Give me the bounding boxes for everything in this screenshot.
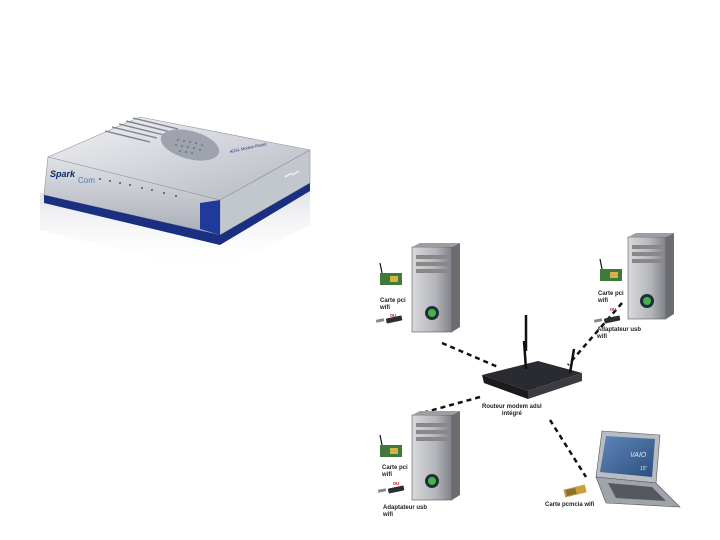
pcmcia-card-icon: [563, 484, 586, 497]
laptop-screen-size: 15": [640, 466, 648, 472]
label-ou-top-right: ou: [610, 307, 616, 313]
wifi-router-icon: [482, 315, 582, 399]
laptop-icon: VAIO 15": [596, 431, 680, 507]
usb-adapter-icon: [378, 485, 405, 493]
modem-brand-sub: Com: [78, 176, 95, 185]
label-router: Routeur modem adsl intégré: [482, 404, 542, 418]
pci-card-icon: [380, 263, 402, 285]
modem-brand-logo: Spark: [50, 169, 76, 179]
pci-card-icon: [380, 435, 402, 457]
network-diagram: VAIO 15": [360, 225, 700, 525]
link-top-left: [442, 343, 498, 367]
link-bottom-left: [422, 397, 480, 413]
label-pci-top-right: Carte pci wifi: [598, 291, 624, 305]
laptop-brand: VAIO: [630, 452, 647, 459]
label-ou-top-left: ou: [390, 313, 396, 319]
label-ou-bottom-left: ou: [393, 481, 399, 487]
desktop-tower-top-left: [412, 243, 460, 332]
label-pci-top-left: Carte pci wifi: [380, 298, 406, 312]
adsl-modem-image: ADSL Modem Router Spark Com: [30, 95, 320, 275]
link-bottom-right: [550, 420, 586, 477]
label-usb-top-right: Adaptateur usb wifi: [597, 327, 641, 341]
label-pcmcia: Carte pcmcia wifi: [545, 502, 594, 509]
label-usb-bottom-left: Adaptateur usb wifi: [383, 505, 427, 519]
pci-card-icon: [600, 259, 622, 281]
desktop-tower-bottom-left: [412, 411, 460, 500]
desktop-tower-top-right: [628, 233, 674, 319]
label-pci-bottom-left: Carte pci wifi: [382, 465, 408, 479]
usb-adapter-icon: [594, 315, 621, 323]
